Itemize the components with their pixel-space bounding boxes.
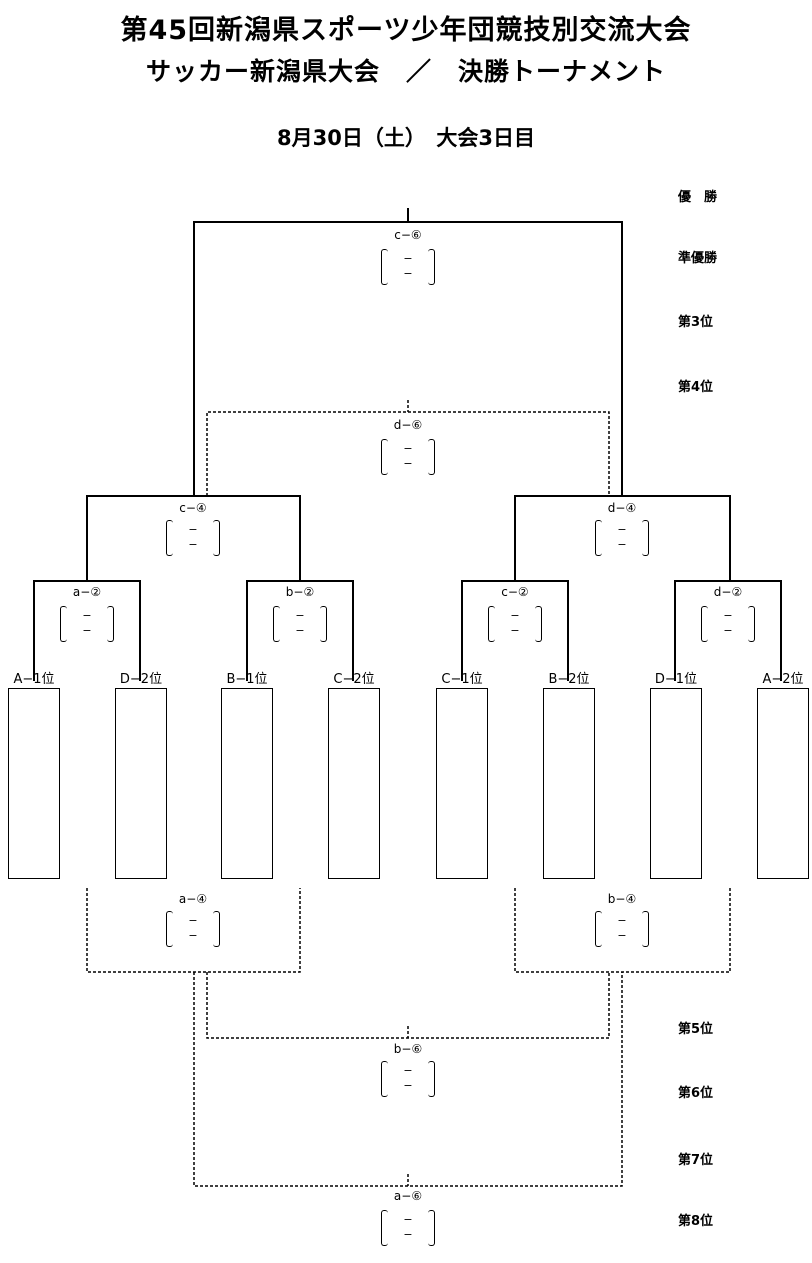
score-first-half: − bbox=[617, 523, 627, 536]
score-box-c4[interactable]: − − bbox=[166, 520, 220, 556]
match-label-b4: b−④ bbox=[607, 892, 637, 906]
winners-bracket bbox=[33, 208, 782, 681]
rank-sixth: 第6位 bbox=[678, 1086, 714, 1101]
score-box-b6[interactable]: − − bbox=[381, 1061, 435, 1097]
rank-eighth: 第8位 bbox=[678, 1214, 714, 1229]
score-first-half: − bbox=[403, 442, 413, 455]
match-label-c6: c−⑥ bbox=[394, 228, 422, 242]
match-label-b6: b−⑥ bbox=[393, 1042, 423, 1056]
match-label-c2: c−② bbox=[501, 585, 529, 599]
score-first-half: − bbox=[510, 609, 520, 622]
slot-label-5: C−1位 bbox=[441, 672, 483, 687]
score-box-d6[interactable]: − − bbox=[381, 439, 435, 475]
team-slot-2[interactable] bbox=[115, 688, 167, 879]
match-label-d6: d−⑥ bbox=[393, 418, 423, 432]
tournament-subtitle: サッカー新潟県大会 ／ 決勝トーナメント bbox=[145, 57, 666, 86]
slot-label-3: B−1位 bbox=[226, 672, 268, 687]
match-label-d2: d−② bbox=[713, 585, 743, 599]
score-second-half: − bbox=[617, 929, 627, 942]
team-slot-7[interactable] bbox=[650, 688, 702, 879]
score-box-b2[interactable]: − − bbox=[273, 606, 327, 642]
slot-label-7: D−1位 bbox=[654, 672, 698, 687]
match-label-a2: a−② bbox=[72, 585, 102, 599]
score-second-half: − bbox=[617, 538, 627, 551]
score-box-d4[interactable]: − − bbox=[595, 520, 649, 556]
slot-label-8: A−2位 bbox=[762, 672, 804, 687]
score-second-half: − bbox=[510, 624, 520, 637]
match-label-d4: d−④ bbox=[607, 501, 637, 515]
score-box-c6[interactable]: − − bbox=[381, 249, 435, 285]
score-first-half: − bbox=[403, 1213, 413, 1226]
date-line: 8月30日（土） 大会3日目 bbox=[277, 126, 535, 150]
team-slot-1[interactable] bbox=[8, 688, 60, 879]
score-second-half: − bbox=[82, 624, 92, 637]
score-second-half: − bbox=[188, 929, 198, 942]
rank-fourth: 第4位 bbox=[678, 380, 714, 395]
score-first-half: − bbox=[295, 609, 305, 622]
match-label-c4: c−④ bbox=[179, 501, 207, 515]
team-slot-3[interactable] bbox=[221, 688, 273, 879]
tournament-title: 第45回新潟県スポーツ少年団競技別交流大会 bbox=[120, 15, 692, 46]
slot-label-6: B−2位 bbox=[548, 672, 590, 687]
slot-label-1: A−1位 bbox=[13, 672, 55, 687]
rank-fifth: 第5位 bbox=[678, 1022, 714, 1037]
score-box-d2[interactable]: − − bbox=[701, 606, 755, 642]
score-second-half: − bbox=[403, 267, 413, 280]
rank-seventh: 第7位 bbox=[678, 1153, 714, 1168]
consolation-bracket bbox=[86, 400, 731, 1187]
score-first-half: − bbox=[617, 914, 627, 927]
score-box-c2[interactable]: − − bbox=[488, 606, 542, 642]
score-second-half: − bbox=[403, 1228, 413, 1241]
match-label-b2: b−② bbox=[285, 585, 315, 599]
score-second-half: − bbox=[403, 1079, 413, 1092]
score-second-half: − bbox=[188, 538, 198, 551]
score-first-half: − bbox=[188, 914, 198, 927]
score-second-half: − bbox=[403, 457, 413, 470]
team-slot-5[interactable] bbox=[436, 688, 488, 879]
slot-label-2: D−2位 bbox=[119, 672, 163, 687]
score-box-b4[interactable]: − − bbox=[595, 911, 649, 947]
slot-label-4: C−2位 bbox=[333, 672, 375, 687]
rank-third: 第3位 bbox=[678, 315, 714, 330]
score-first-half: − bbox=[82, 609, 92, 622]
score-first-half: − bbox=[723, 609, 733, 622]
team-slot-8[interactable] bbox=[757, 688, 809, 879]
score-second-half: − bbox=[723, 624, 733, 637]
score-box-a2[interactable]: − − bbox=[60, 606, 114, 642]
match-label-a6: a−⑥ bbox=[393, 1189, 423, 1203]
score-second-half: − bbox=[295, 624, 305, 637]
rank-champion: 優 勝 bbox=[678, 190, 718, 205]
rank-runner-up: 準優勝 bbox=[678, 251, 718, 266]
score-first-half: − bbox=[188, 523, 198, 536]
score-box-a6[interactable]: − − bbox=[381, 1210, 435, 1246]
score-box-a4[interactable]: − − bbox=[166, 911, 220, 947]
score-first-half: − bbox=[403, 252, 413, 265]
match-label-a4: a−④ bbox=[178, 892, 208, 906]
team-slot-6[interactable] bbox=[543, 688, 595, 879]
team-slot-4[interactable] bbox=[328, 688, 380, 879]
score-first-half: − bbox=[403, 1064, 413, 1077]
